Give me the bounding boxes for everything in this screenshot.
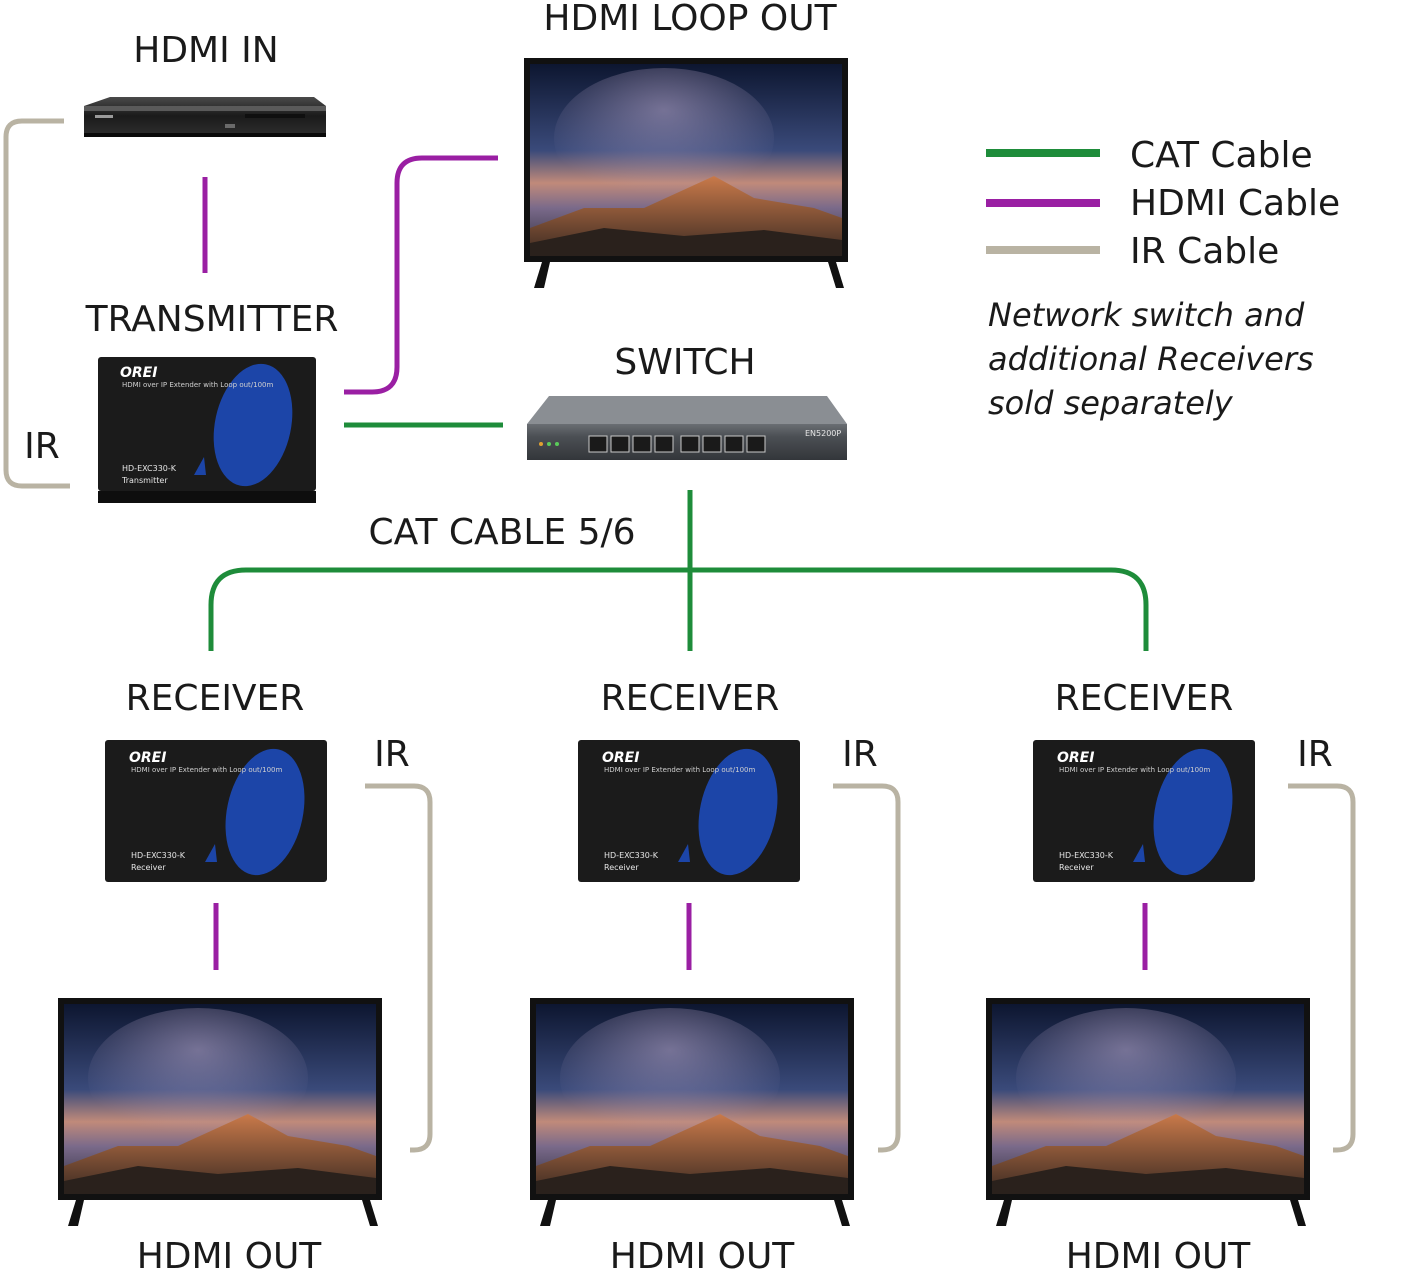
rx3-logo: OREI	[1057, 750, 1094, 766]
transmitter-device: OREI HDMI over IP Extender with Loop out…	[98, 357, 316, 503]
tv-loop-out	[524, 58, 848, 288]
network-switch: EN5200P	[527, 396, 847, 460]
dvd-player	[84, 97, 326, 137]
tx-logo: OREI	[120, 365, 157, 381]
label-hdmi-out-1: HDMI OUT	[137, 1236, 323, 1273]
label-hdmi-out-2: HDMI OUT	[610, 1236, 796, 1273]
rx2-tagline: HDMI over IP Extender with Loop out/100m	[604, 766, 756, 774]
rx1-tagline: HDMI over IP Extender with Loop out/100m	[131, 766, 283, 774]
tx-model: HD-EXC330-K	[122, 464, 177, 473]
ir-cable-rx3	[1288, 783, 1356, 1153]
label-ir-rx1: IR	[374, 734, 410, 775]
label-ir-rx2: IR	[842, 734, 878, 775]
receiver-device-2: OREI HDMI over IP Extender with Loop out…	[578, 740, 800, 882]
legend-note-line-3: sold separately	[988, 384, 1234, 422]
legend-label-ir: IR Cable	[1130, 231, 1279, 272]
receiver-device-1: OREI HDMI over IP Extender with Loop out…	[105, 740, 327, 882]
label-ir-transmitter: IR	[24, 426, 60, 467]
tx-tagline: HDMI over IP Extender with Loop out/100m	[122, 381, 274, 389]
label-receiver-3: RECEIVER	[1055, 678, 1234, 719]
rx3-model: HD-EXC330-K	[1059, 851, 1114, 860]
label-switch: SWITCH	[614, 342, 755, 383]
label-receiver-1: RECEIVER	[126, 678, 305, 719]
label-cat-cable: CAT CABLE 5/6	[368, 512, 635, 553]
label-hdmi-loop-out: HDMI LOOP OUT	[543, 0, 837, 39]
tv-out-2	[530, 998, 854, 1226]
legend: CAT Cable HDMI Cable IR Cable Network sw…	[986, 135, 1340, 422]
tv-out-1	[58, 998, 382, 1226]
label-transmitter: TRANSMITTER	[85, 299, 339, 340]
legend-label-cat: CAT Cable	[1130, 135, 1313, 176]
legend-note-line-2: additional Receivers	[988, 340, 1314, 378]
label-hdmi-in: HDMI IN	[133, 30, 278, 71]
rx2-name: Receiver	[604, 863, 639, 872]
rx1-name: Receiver	[131, 863, 166, 872]
rx3-name: Receiver	[1059, 863, 1094, 872]
cables	[3, 118, 1356, 1153]
rx1-logo: OREI	[129, 750, 166, 766]
label-ir-rx3: IR	[1297, 734, 1333, 775]
cat-cable-branches	[208, 567, 1149, 651]
label-receiver-2: RECEIVER	[601, 678, 780, 719]
rx3-tagline: HDMI over IP Extender with Loop out/100m	[1059, 766, 1211, 774]
legend-note-line-1: Network switch and	[988, 296, 1305, 334]
switch-model: EN5200P	[805, 429, 841, 438]
ir-cable-rx2	[833, 783, 901, 1153]
ir-cable-transmitter	[3, 118, 70, 489]
tx-name: Transmitter	[121, 476, 168, 485]
label-hdmi-out-3: HDMI OUT	[1066, 1236, 1252, 1273]
rx2-logo: OREI	[602, 750, 639, 766]
ir-cable-rx1	[365, 783, 433, 1153]
receiver-device-3: OREI HDMI over IP Extender with Loop out…	[1033, 740, 1255, 882]
hdmi-cable-loop-out	[344, 155, 498, 395]
legend-label-hdmi: HDMI Cable	[1130, 183, 1340, 224]
rx1-model: HD-EXC330-K	[131, 851, 186, 860]
rx2-model: HD-EXC330-K	[604, 851, 659, 860]
tv-out-3	[986, 998, 1310, 1226]
